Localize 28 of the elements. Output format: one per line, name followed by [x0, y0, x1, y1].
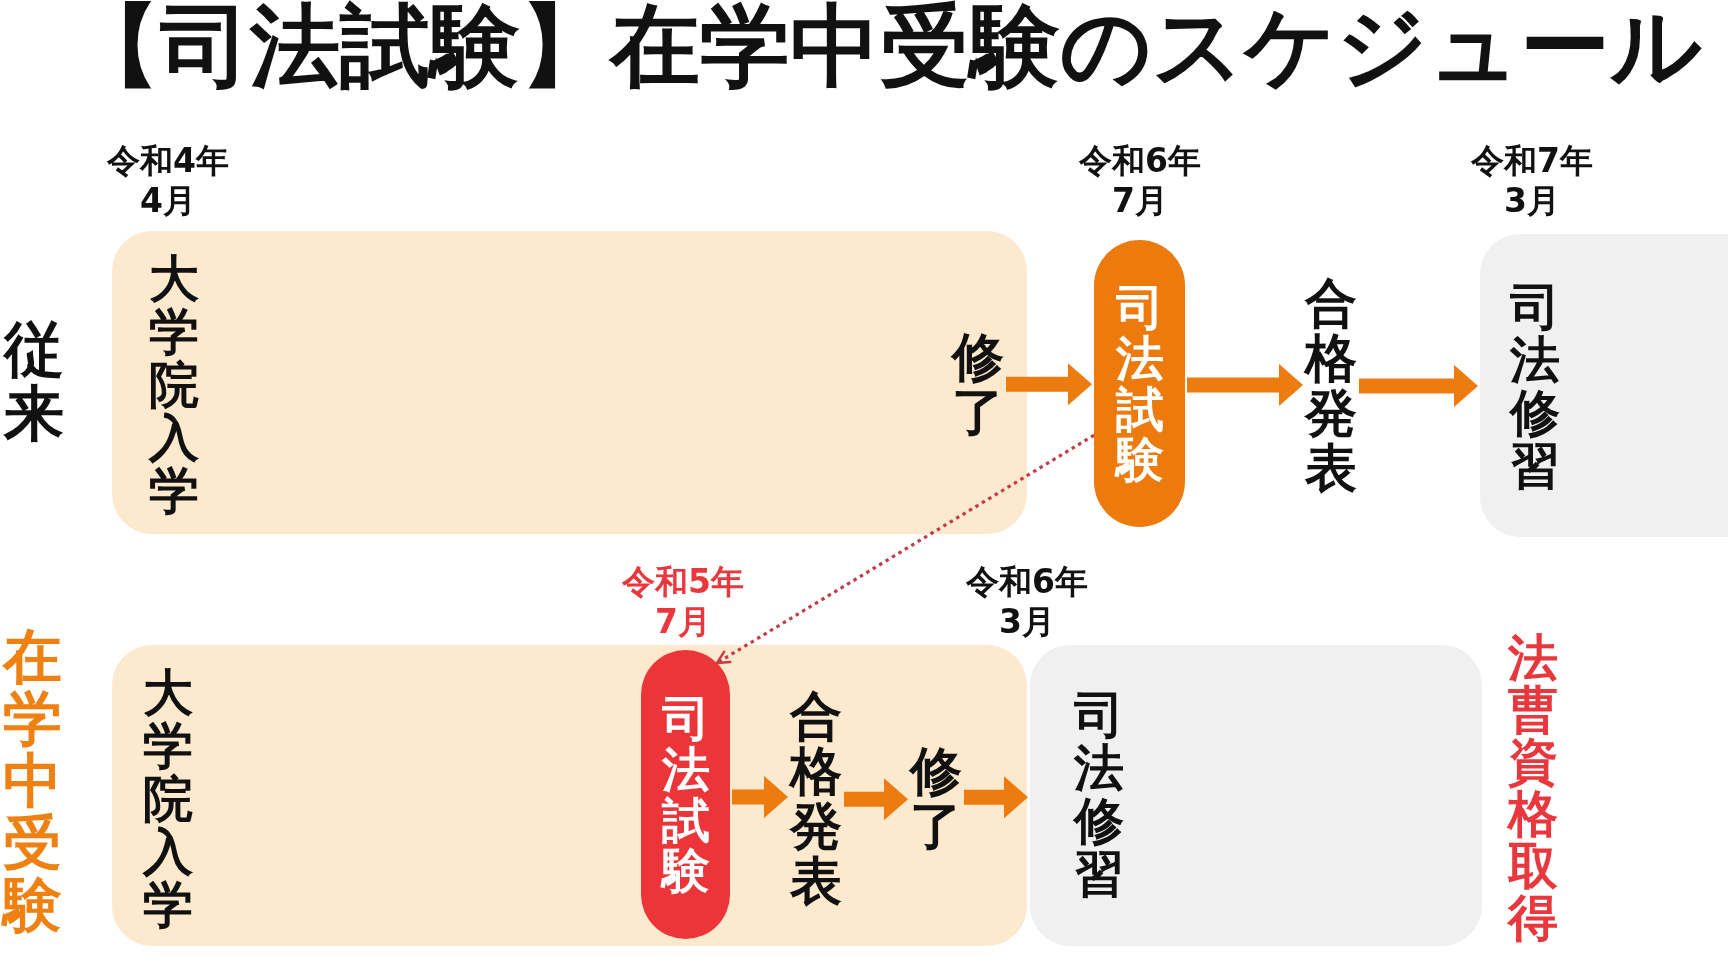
step-label: 合格発表	[790, 689, 842, 910]
date-label: 令和7年3月	[1470, 141, 1594, 222]
arrow	[844, 778, 908, 821]
date-label: 令和5年7月	[621, 562, 745, 643]
training-panel: 司法修習	[1030, 645, 1482, 946]
date-label: 令和6年3月	[965, 562, 1089, 643]
stage-label: 大学院入学	[143, 667, 193, 932]
period-band	[112, 645, 1027, 946]
period-band	[112, 231, 1027, 534]
arrow	[1359, 364, 1478, 407]
row-label: 従来	[4, 318, 64, 446]
arrow	[732, 775, 788, 818]
arrow	[1006, 363, 1092, 406]
arrow	[1187, 363, 1303, 406]
outcome-label: 法曹資格取得	[1508, 632, 1558, 944]
date-label: 令和4年4月	[106, 141, 230, 222]
exam-pill: 司法試験	[641, 650, 730, 939]
step-label: 修了	[952, 330, 1004, 441]
step-label: 合格発表	[1305, 276, 1357, 497]
title: 【司法試験】在学中受験のスケジュール	[70, 0, 1702, 98]
exam-pill: 司法試験	[1094, 240, 1185, 527]
dotted-arrow	[715, 433, 1095, 665]
step-label: 修了	[910, 744, 962, 855]
training-panel: 司法修習	[1480, 234, 1728, 537]
arrow	[964, 776, 1028, 819]
row-label: 在学中受験	[3, 626, 62, 936]
date-label: 令和6年7月	[1078, 141, 1202, 222]
stage-label: 大学院入学	[149, 253, 199, 518]
